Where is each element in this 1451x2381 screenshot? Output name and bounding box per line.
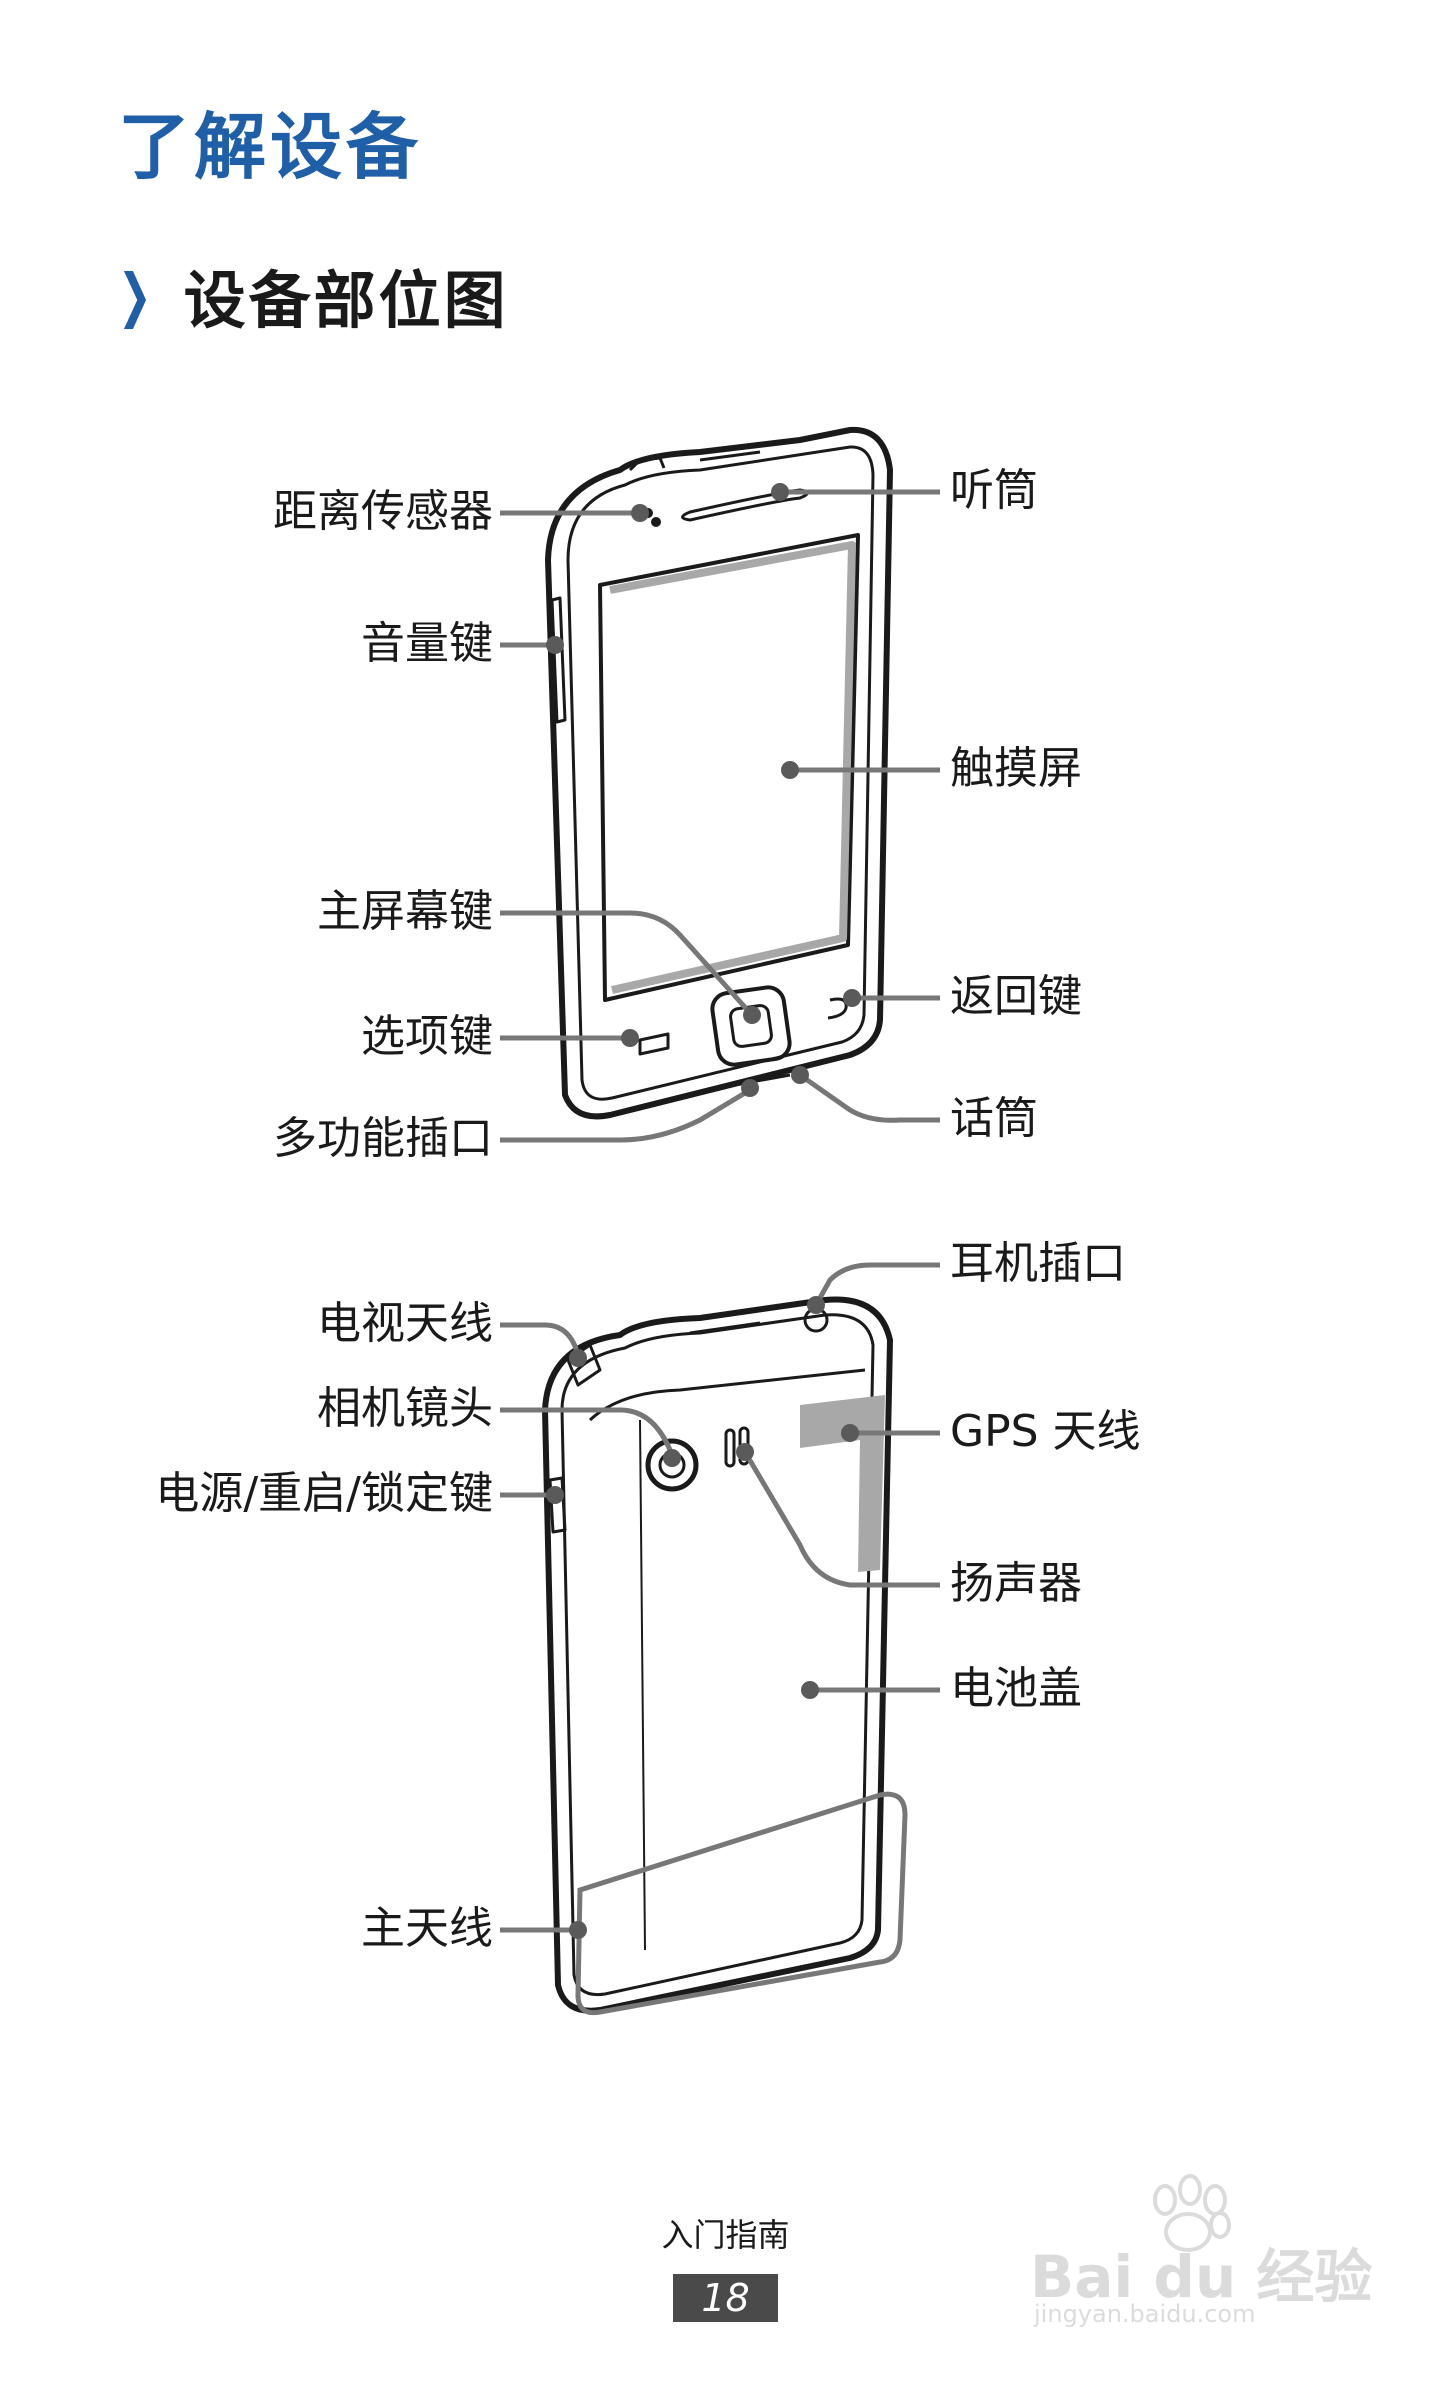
label-main-antenna: 主天线 — [361, 1903, 493, 1954]
label-camera-lens: 相机镜头 — [317, 1383, 493, 1434]
front-callout-dots — [546, 483, 861, 1097]
label-option-key: 选项键 — [361, 1011, 493, 1062]
label-proximity-sensor: 距离传感器 — [273, 486, 493, 537]
label-multi-port: 多功能插口 — [273, 1113, 493, 1164]
label-gps-antenna: GPS 天线 — [950, 1406, 1141, 1457]
baidu-watermark: Bai du 经验 jingyan.baidu.com — [1020, 2160, 1400, 2330]
proximity-sensor-dot — [651, 517, 661, 527]
main-antenna-outline — [575, 1791, 908, 2016]
back-callout-dots — [546, 1296, 859, 1939]
paw-logo-icon — [1153, 2174, 1231, 2252]
label-speaker: 扬声器 — [950, 1558, 1082, 1609]
front-callout-lines — [500, 489, 940, 1143]
section-title-text: 设备部位图 — [183, 264, 509, 337]
footer-text: 入门指南 — [661, 2216, 790, 2254]
label-home-key: 主屏幕键 — [317, 886, 493, 937]
label-back-key: 返回键 — [950, 971, 1082, 1022]
watermark-url: jingyan.baidu.com — [1034, 2300, 1256, 2328]
label-volume-key: 音量键 — [361, 618, 493, 669]
page-number: 18 — [673, 2274, 778, 2322]
label-battery-cover: 电池盖 — [950, 1663, 1082, 1714]
page-title: 了解设备 — [118, 105, 423, 189]
page-footer: 入门指南 18 — [0, 2210, 1451, 2322]
watermark-brand: Bai du 经验 — [1030, 2243, 1373, 2311]
back-callout-lines — [500, 1262, 940, 1933]
phone-front-illustration — [545, 426, 893, 1120]
label-earpiece: 听筒 — [950, 465, 1038, 516]
label-headset-jack: 耳机插口 — [950, 1238, 1126, 1289]
section-title: ❯ 设备部位图 — [110, 250, 509, 340]
label-tv-antenna: 电视天线 — [317, 1298, 493, 1349]
phone-back-illustration — [542, 1296, 893, 2014]
gps-antenna-area — [800, 1395, 885, 1572]
label-microphone: 话筒 — [950, 1093, 1038, 1144]
label-power-key: 电源/重启/锁定键 — [155, 1468, 493, 1519]
chevron-right-icon: ❯ — [117, 261, 154, 329]
label-touch-screen: 触摸屏 — [950, 743, 1082, 794]
